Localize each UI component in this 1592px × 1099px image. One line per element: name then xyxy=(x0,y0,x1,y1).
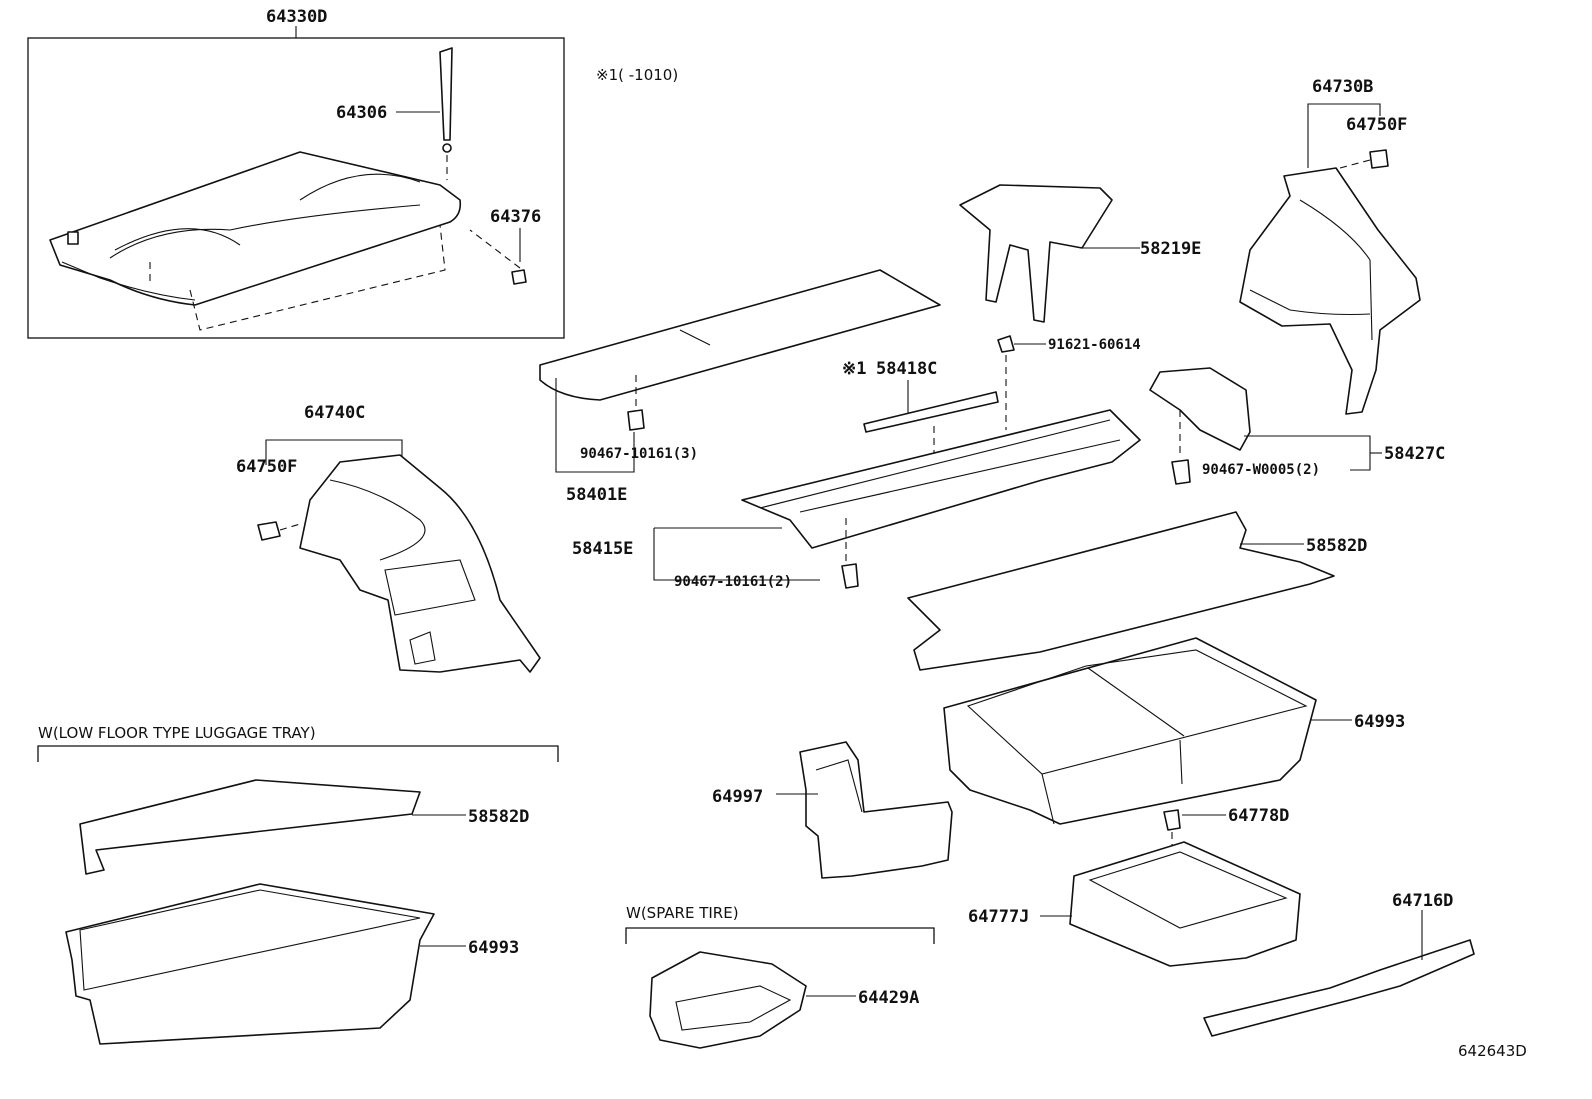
label-58219E[interactable]: 58219E xyxy=(1140,239,1201,259)
right-trim-clip xyxy=(1369,149,1389,169)
clip-64778D xyxy=(1163,809,1181,831)
left-trim-clip xyxy=(257,521,281,541)
bracket-58427C-clip xyxy=(1171,459,1191,485)
strip-58418C xyxy=(863,391,999,433)
label-90467-10161-2[interactable]: 90467-10161(2) xyxy=(674,574,792,590)
luggage-tray-main-group: 64993 xyxy=(943,637,1405,825)
foam-box-group: 64778D 64777J xyxy=(968,806,1301,967)
deck-board-clip xyxy=(627,409,645,431)
label-58582D-main[interactable]: 58582D xyxy=(1306,536,1367,556)
luggage-mat-main xyxy=(907,511,1335,671)
label-64993-main[interactable]: 64993 xyxy=(1354,712,1405,732)
right-quarter-trim xyxy=(1239,167,1421,415)
label-58427C[interactable]: 58427C xyxy=(1384,444,1445,464)
label-90467-10161-3[interactable]: 90467-10161(3) xyxy=(580,446,698,462)
rail-64716D-group: 64716D xyxy=(1203,891,1475,1037)
floor-panel-58415E-group: 58415E 90467-10161(2) xyxy=(572,409,1141,590)
spare-tire-group-title: W(SPARE TIRE) xyxy=(626,904,739,922)
tool-box-64429A xyxy=(649,951,807,1049)
luggage-tray-main xyxy=(943,637,1317,825)
label-64740C[interactable]: 64740C xyxy=(304,403,365,423)
label-58401E[interactable]: 58401E xyxy=(566,485,627,505)
left-quarter-trim xyxy=(299,454,541,673)
package-tray-group: 64330D 64306 64376 xyxy=(27,7,565,339)
label-64429A[interactable]: 64429A xyxy=(858,988,919,1008)
label-64778D[interactable]: 64778D xyxy=(1228,806,1289,826)
label-58418C-mark[interactable]: ※1 xyxy=(842,359,866,379)
label-58418C[interactable]: 58418C xyxy=(876,359,937,379)
floor-panel-58415E xyxy=(741,409,1141,549)
label-64993-low[interactable]: 64993 xyxy=(468,938,519,958)
label-58415E[interactable]: 58415E xyxy=(572,539,633,559)
left-quarter-trim-group: 64740C 64750F xyxy=(236,403,541,673)
bracket-58219E-group: 58219E xyxy=(959,184,1201,323)
side-box-64997 xyxy=(799,741,953,879)
side-box-64997-group: 64997 xyxy=(712,741,953,879)
low-floor-group: W(LOW FLOOR TYPE LUGGAGE TRAY) 58582D 64… xyxy=(37,724,559,1045)
spare-tire-group: W(SPARE TIRE) 64429A xyxy=(625,904,935,1049)
rail-64716D xyxy=(1203,939,1475,1037)
label-64306[interactable]: 64306 xyxy=(336,103,387,123)
deck-board xyxy=(539,269,941,401)
label-91621-60614[interactable]: 91621-60614 xyxy=(1048,337,1141,353)
bracket-58427C-group: 58427C 90467-W0005(2) xyxy=(1149,367,1445,485)
package-tray-panel xyxy=(49,151,462,306)
bracket-58219E xyxy=(959,184,1113,323)
drawing-id: 642643D xyxy=(1458,1042,1527,1060)
label-64330D[interactable]: 64330D xyxy=(266,7,327,27)
luggage-mat-low xyxy=(79,779,421,875)
label-64750F-right[interactable]: 64750F xyxy=(1346,115,1407,135)
bracket-58427C xyxy=(1149,367,1251,451)
luggage-tray-low xyxy=(65,883,435,1045)
low-floor-group-title: W(LOW FLOOR TYPE LUGGAGE TRAY) xyxy=(38,724,316,742)
bolt-91621 xyxy=(997,335,1015,353)
label-64750F-left[interactable]: 64750F xyxy=(236,457,297,477)
deck-board-group: 90467-10161(3) 58401E xyxy=(539,269,941,505)
tray-strap xyxy=(439,47,453,141)
foam-box-64777J xyxy=(1069,841,1301,967)
strip-58418C-group: ※1 58418C xyxy=(842,359,999,472)
label-64777J[interactable]: 64777J xyxy=(968,907,1029,927)
applicability-note: ※1( -1010) xyxy=(596,66,678,84)
label-58582D-low[interactable]: 58582D xyxy=(468,807,529,827)
panel-clip xyxy=(841,563,859,589)
label-64730B[interactable]: 64730B xyxy=(1312,77,1373,97)
label-64997[interactable]: 64997 xyxy=(712,787,763,807)
label-90467-W0005[interactable]: 90467-W0005(2) xyxy=(1202,462,1320,478)
luggage-mat-main-group: 58582D xyxy=(907,511,1367,671)
label-64376[interactable]: 64376 xyxy=(490,207,541,227)
tray-clip xyxy=(511,269,527,285)
right-quarter-trim-group: 64730B 64750F xyxy=(1239,77,1421,415)
bolt-91621-group: 91621-60614 xyxy=(997,335,1141,430)
label-64716D[interactable]: 64716D xyxy=(1392,891,1453,911)
